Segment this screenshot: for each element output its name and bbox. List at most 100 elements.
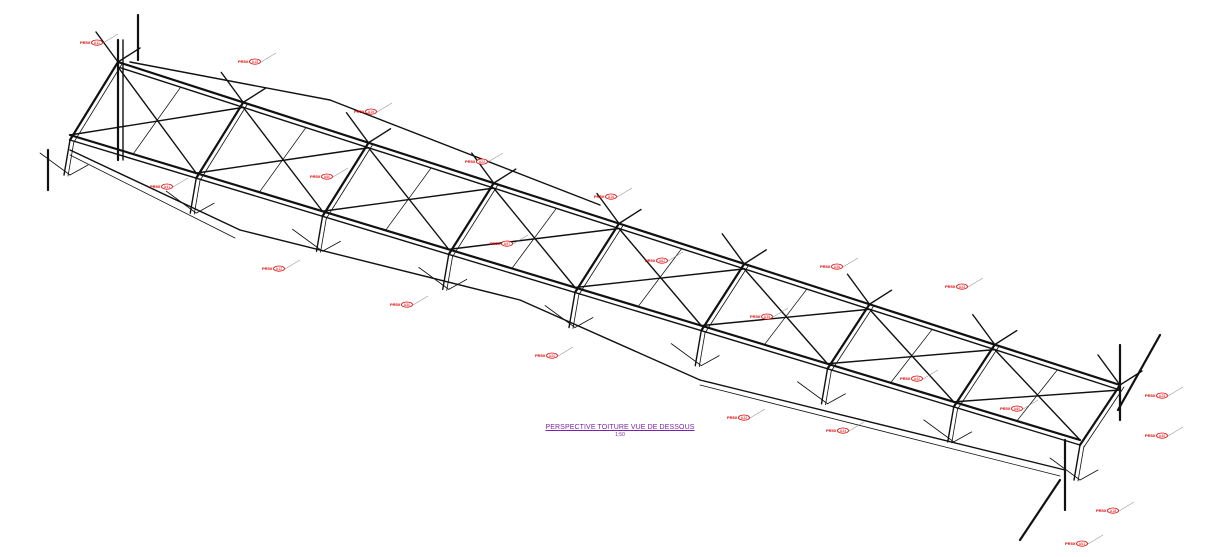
part-tag-number: A80 [1014, 407, 1020, 411]
column-stub [947, 406, 955, 443]
transverse-frame [195, 101, 245, 180]
lower-brace [699, 379, 1066, 471]
part-tag-code: PR5X [945, 284, 956, 289]
part-tag-number: A51 [1079, 542, 1085, 546]
part-tag-number: A30 [404, 303, 410, 307]
outrigger-strut [972, 313, 996, 346]
outrigger-strut [1097, 354, 1121, 386]
callout-leader [1167, 386, 1184, 397]
outrigger-strut [846, 273, 871, 305]
transverse-frame-inner [452, 184, 499, 257]
outrigger-strut [868, 289, 893, 305]
callout-leader [332, 167, 349, 178]
column-stub-inner [446, 254, 454, 291]
lower-strut [923, 419, 955, 443]
lower-strut [69, 164, 89, 176]
part-tag-bubble [273, 265, 285, 272]
callout-leaders [102, 33, 1184, 545]
steel-frame [39, 13, 1162, 542]
column-stub [694, 329, 702, 367]
column-stub [442, 253, 450, 291]
part-tag-code: PR5X [150, 184, 161, 189]
part-tag-number: A15 [252, 60, 258, 64]
part-tag-bubble [546, 352, 558, 359]
part-tag-number: A12 [276, 267, 282, 271]
part-tag-bubble [837, 427, 849, 434]
part-tag-code: PR5X [354, 109, 365, 114]
column-stub [63, 139, 71, 176]
lower-strut [195, 202, 215, 214]
part-tag-number: A22 [479, 160, 485, 164]
column-stub-inner [698, 331, 706, 368]
part-tag-number: A62 [659, 259, 665, 263]
column-stub-inner [67, 140, 75, 177]
lower-strut [292, 228, 323, 252]
outrigger-strut [367, 128, 392, 144]
lower-strut [1079, 469, 1099, 481]
part-tag-number: A32 [741, 416, 747, 420]
part-tag-code: PR5X [238, 59, 249, 64]
callout-leader [667, 251, 684, 262]
purlin [511, 207, 557, 269]
part-tag-code: PR5X [80, 40, 91, 45]
outrigger-strut [596, 192, 620, 225]
outrigger-strut [618, 208, 642, 225]
callout-leader [772, 307, 789, 318]
callout-leader [376, 102, 393, 113]
lower-strut [797, 381, 828, 405]
lower-strut [322, 240, 341, 252]
outrigger-strut [95, 31, 119, 63]
transverse-frame-inner [957, 346, 1000, 410]
part-tag-code: PR5X [1065, 541, 1076, 546]
part-tag-number: A35 [764, 315, 770, 319]
callout-leader [967, 277, 984, 288]
part-tag-bubble [501, 240, 513, 247]
part-tag-code: PR5X [390, 302, 401, 307]
column-stub [189, 177, 197, 214]
callout-leader [848, 421, 865, 432]
part-tag-number: A57 [504, 242, 510, 246]
part-tag-code: PR5X [1096, 508, 1107, 513]
column-stub [568, 291, 576, 329]
view-scale: 1:50 [615, 432, 625, 438]
lower-strut [448, 278, 468, 290]
column-stub-inner [825, 369, 832, 406]
part-tag-bubble [831, 263, 843, 270]
column-stub-inner [572, 293, 580, 329]
column-stub-inner [193, 178, 201, 215]
part-tag-bubble [249, 58, 261, 65]
part-tag-bubble [1156, 432, 1168, 439]
column-stub-inner [320, 216, 327, 253]
callout-leader [749, 408, 766, 419]
part-tag-number: A18 [1110, 509, 1116, 513]
transverse-frame [952, 343, 996, 408]
part-tag-number: A36 [834, 265, 840, 269]
outrigger-strut [493, 168, 517, 184]
part-tag-bubble [1107, 507, 1119, 514]
purlin [258, 127, 307, 193]
part-tag-code: PR5X [465, 159, 476, 164]
end-gable [1116, 333, 1162, 412]
part-tag-bubble [956, 283, 968, 290]
part-tag-bubble [476, 158, 488, 165]
callout-leader [172, 177, 189, 188]
lower-strut [544, 305, 576, 328]
callout-leader [1087, 534, 1104, 545]
part-tag-number: A42 [914, 377, 920, 381]
purlin [890, 329, 933, 384]
end-column-bottom [1018, 478, 1062, 542]
column-stub [820, 368, 829, 405]
transverse-frame-inner [578, 225, 624, 295]
